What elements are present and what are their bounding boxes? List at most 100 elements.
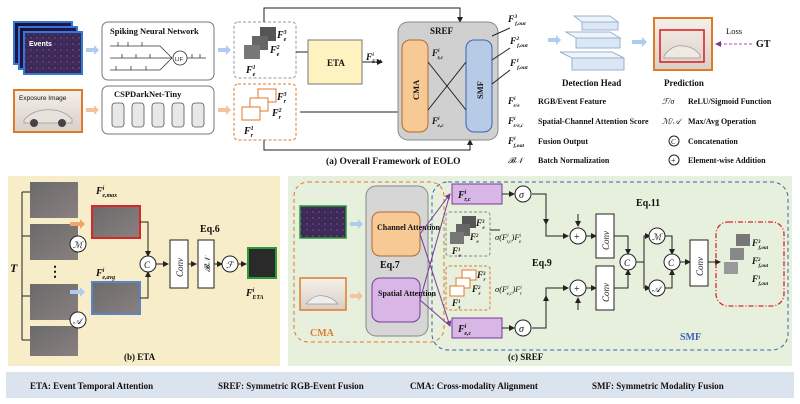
f-rc-top-sup: i xyxy=(438,48,440,54)
eta-f-eta-sub: ETA xyxy=(251,295,263,301)
legend-r2-text: Max/Avg Operation xyxy=(688,117,757,126)
sref-smf-label: SMF xyxy=(680,332,701,343)
svg-text:F2e: F2e xyxy=(469,232,480,245)
sigma-expr-e-sup: i xyxy=(507,234,509,239)
sref-o3-sub: f,out xyxy=(759,246,769,251)
add-bottom: + xyxy=(574,284,580,295)
sref-f-rc: F xyxy=(457,190,465,201)
legend-l2-sub: r/e,c xyxy=(514,123,524,129)
event-arrow xyxy=(86,45,99,55)
sref-fr3: F xyxy=(476,270,483,280)
smf-max: ℳ xyxy=(652,232,663,242)
out-2: F xyxy=(509,37,517,47)
svg-text:F2f,out: F2f,out xyxy=(751,256,769,269)
eta-m-sym: ℳ xyxy=(73,240,84,250)
sigma-expr-r-tail: )F xyxy=(511,284,521,294)
legend-l4-text: Batch Normalization xyxy=(538,156,610,165)
svg-text:F2r: F2r xyxy=(471,284,481,297)
svg-text:F1r: F1r xyxy=(243,126,254,139)
eta-bn: 𝓑𝒩 xyxy=(203,255,212,272)
eta-conv: Conv xyxy=(175,258,185,277)
svg-text:F1f,out: F1f,out xyxy=(751,274,769,287)
sref-fe2: F xyxy=(469,232,476,242)
legend-l3-sub: f,out xyxy=(514,143,525,149)
eta-a-sym: 𝒜 xyxy=(73,316,84,326)
f-e2-sub: e xyxy=(277,52,280,58)
concat-1: C xyxy=(624,258,631,268)
sigma-expr-r-head: σ(F xyxy=(495,284,508,294)
out-3-sup: 3 xyxy=(513,14,517,20)
lif-node: LIF xyxy=(175,57,184,63)
legend-l3-sym: F xyxy=(507,136,514,146)
out-1: F xyxy=(509,59,517,69)
csp-backbone: CSPDarkNet-Tiny xyxy=(101,85,215,135)
loss-label: Loss xyxy=(726,26,742,36)
sref-fe1-sub: e xyxy=(459,254,462,259)
sref-eq9: Eq.9 xyxy=(532,258,552,269)
f-r2-sub: r xyxy=(279,115,282,121)
sref-fe3-sub: e xyxy=(483,226,486,231)
f-eta-top: F xyxy=(365,53,373,63)
sigma-expr-r-sub: e,c xyxy=(507,292,513,297)
rgb-arrow xyxy=(86,105,99,115)
sigma-expr-e-tail-sup: i xyxy=(520,234,522,239)
f-rc-top: F xyxy=(431,48,438,58)
svg-text:F2r: F2r xyxy=(271,108,282,121)
conv-final: Conv xyxy=(695,257,705,276)
to-pred-arrow xyxy=(632,37,647,47)
sigma-expr-e-head: σ(F xyxy=(495,232,508,242)
sref-fe1-sup: 1 xyxy=(458,248,461,253)
f-ec-top: F xyxy=(431,116,438,126)
svg-text:Fir/e,c: Fir/e,c xyxy=(507,116,524,129)
svg-text:F3f,out: F3f,out xyxy=(751,238,769,251)
svg-text:F3e: F3e xyxy=(276,30,287,43)
svg-text:Fie,c: Fie,c xyxy=(431,116,444,129)
f-r1-sup: 1 xyxy=(251,126,254,132)
sigma-expr-e-tail: )F xyxy=(510,232,520,242)
legend-r3-sym: C xyxy=(671,138,676,146)
eta-f-max-sub: e,max xyxy=(102,193,117,199)
out-2-sup: 2 xyxy=(515,36,519,42)
sref-o2-sup: 2 xyxy=(757,258,761,263)
sref-fe2-sub: e xyxy=(477,240,480,245)
sref-o3-sup: 3 xyxy=(757,240,761,245)
prediction-image: Prediction xyxy=(653,17,713,88)
eta-f-max: F xyxy=(95,186,103,197)
eta-f-avg-sub: e,avg xyxy=(102,275,115,281)
sref-event-img xyxy=(299,205,347,239)
sref-o1-sup: 1 xyxy=(758,276,761,281)
sref-o2-sub: f,out xyxy=(759,264,769,269)
svg-text:F1e: F1e xyxy=(245,65,256,78)
f-ec-top-sup: i xyxy=(438,116,440,122)
eta-dots: ⋮ xyxy=(48,265,62,280)
svg-text:F3r: F3r xyxy=(276,92,287,105)
footer-item-sref: SREF: Symmetric RGB-Event Fusion xyxy=(218,381,364,391)
sref-eq11: Eq.11 xyxy=(636,198,660,209)
sigma-expr-r-sup: i xyxy=(507,286,509,291)
sref-o2: F xyxy=(751,256,758,266)
eta-max-map xyxy=(91,205,141,239)
legend-l1-text: RGB/Event Feature xyxy=(538,97,607,106)
svg-text:Fie,c: Fie,c xyxy=(457,324,472,337)
svg-text:F1r: F1r xyxy=(451,298,461,311)
sref-fr1-sub: r xyxy=(459,306,461,311)
sigma-top: σ xyxy=(519,190,525,201)
eta-out-map xyxy=(247,247,277,279)
legend-r1-sym: ℱ/σ xyxy=(662,97,676,106)
eta-relu: ℱ xyxy=(226,260,235,270)
legend-l2-sup: i xyxy=(514,116,516,122)
out-3-sub: f,out xyxy=(515,21,526,27)
svg-text:Fie,max: Fie,max xyxy=(95,186,117,199)
sref-cma-label: CMA xyxy=(310,328,335,339)
conv-top: Conv xyxy=(601,231,611,250)
event-input-stack: Events xyxy=(13,21,83,75)
f-e3-sup: 3 xyxy=(283,30,287,36)
sref-panel: Channel Attention Spatial Attention Eq.7… xyxy=(288,176,792,366)
